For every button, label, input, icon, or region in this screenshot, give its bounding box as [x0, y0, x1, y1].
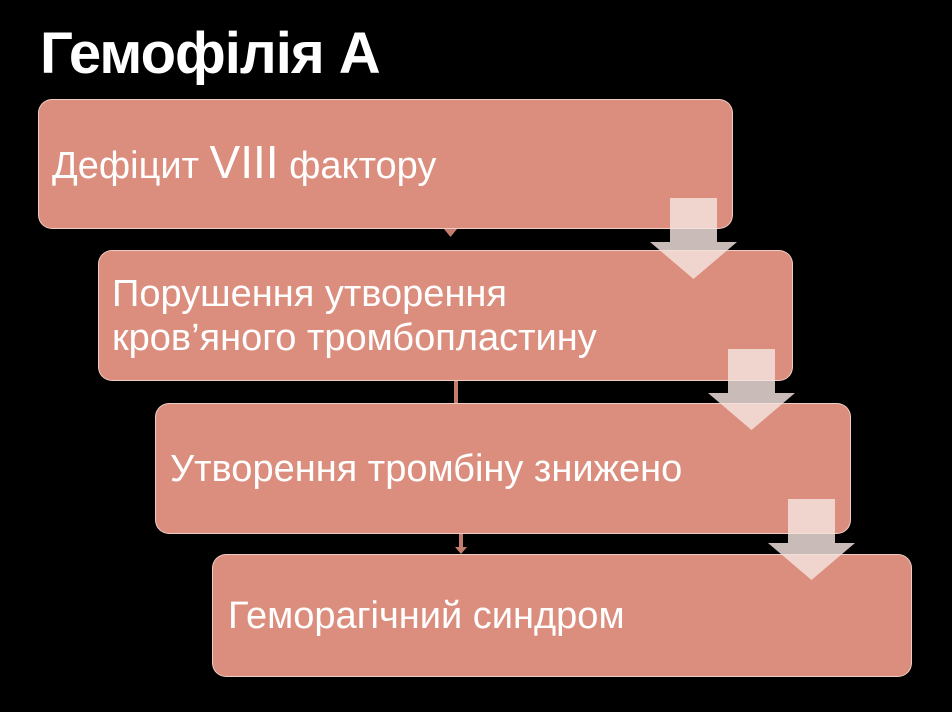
flow-step-label-line-2: кров’яного тромбопластину [112, 316, 597, 359]
flow-step-factor-viii-deficiency: Дефіцит VIII фактору [38, 99, 733, 229]
label-part-before: Дефіцит [52, 145, 210, 187]
roman-numeral-viii: VIII [209, 136, 279, 188]
connector-line [459, 534, 463, 548]
flow-step-label: Утворення тромбіну знижено [170, 447, 683, 490]
flow-step-thromboplastin-formation-disorder: Порушення утворення кров’яного тромбопла… [98, 250, 793, 381]
flow-step-hemorrhagic-syndrome: Геморагічний синдром [212, 554, 912, 677]
connector-arrowhead-icon [444, 229, 457, 237]
flow-step-thrombin-formation-decreased: Утворення тромбіну знижено [155, 403, 851, 534]
connector-line [454, 381, 458, 403]
slide-title: Гемофілія А [40, 21, 381, 86]
label-part-after: фактору [278, 145, 437, 187]
flow-step-label: Дефіцит VIII фактору [52, 139, 732, 188]
flow-step-label-line-1: Порушення утворення [112, 272, 507, 315]
connector-arrowhead-icon [455, 547, 467, 554]
flow-step-label: Геморагічний синдром [228, 594, 625, 637]
